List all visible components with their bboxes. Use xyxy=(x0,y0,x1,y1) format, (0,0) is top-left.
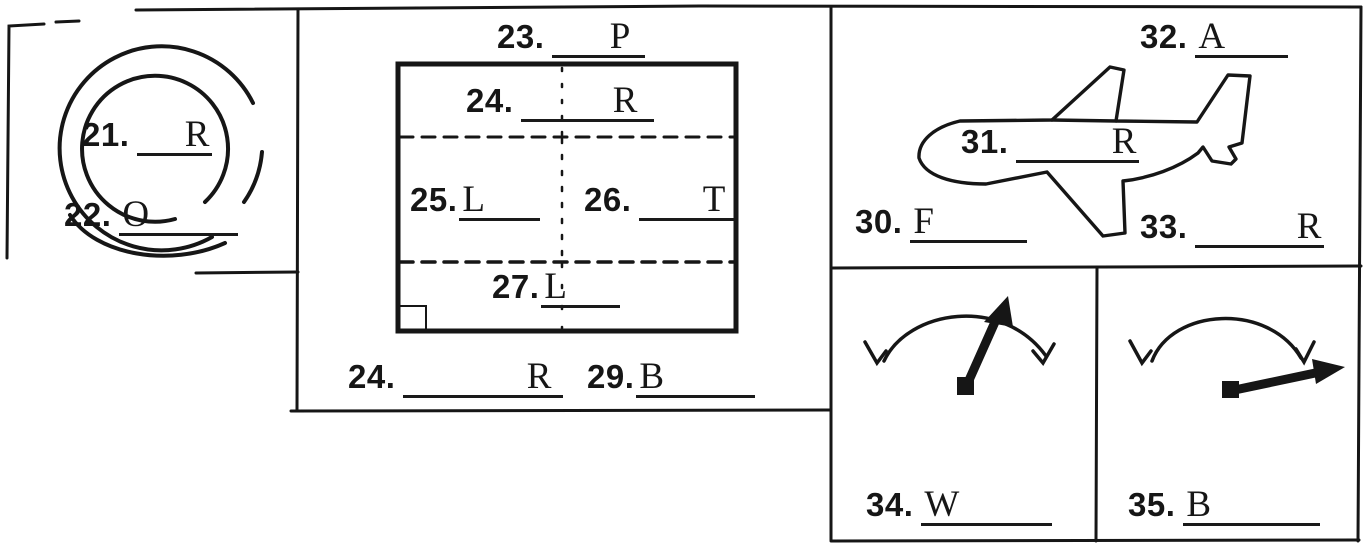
item-number: 33. xyxy=(1140,208,1188,245)
item-number: 32. xyxy=(1140,18,1188,55)
item-number: 25. xyxy=(410,181,458,218)
item-number: 34. xyxy=(866,486,914,523)
answer-hint-letter: R xyxy=(1296,206,1322,247)
answer-hint-letter: R xyxy=(612,80,638,121)
concentric-circles-diagram xyxy=(57,44,264,258)
answer-hint-letter: L xyxy=(544,266,567,307)
item-number: 24. xyxy=(466,82,514,119)
item-number: 27. xyxy=(492,268,540,305)
item-number: 24. xyxy=(348,358,396,395)
answer-hint-letter: T xyxy=(702,179,726,220)
worksheet-item-22: 22. O xyxy=(64,194,239,236)
item-number: 26. xyxy=(584,181,632,218)
worksheet-item-26: 26. T xyxy=(584,179,735,221)
worksheet-item-27: 27. L xyxy=(492,266,621,308)
worksheet-item-29: 29. B xyxy=(587,356,756,398)
item-number: 29. xyxy=(587,358,635,395)
answer-hint-letter: O xyxy=(122,194,150,235)
answer-hint-letter: B xyxy=(1186,484,1212,525)
divided-rectangle-diagram xyxy=(395,61,739,334)
answer-hint-letter: W xyxy=(924,484,960,525)
item-number: 23. xyxy=(497,18,545,55)
airplane-outline-diagram xyxy=(917,65,1252,238)
answer-blank: R xyxy=(1195,206,1325,248)
worksheet-item-24: 24. R xyxy=(466,80,655,122)
answer-blank: W xyxy=(921,484,1053,526)
answer-blank: P xyxy=(552,16,646,58)
answer-blank: A xyxy=(1195,16,1289,58)
item-number: 35. xyxy=(1128,486,1176,523)
item-number: 22. xyxy=(64,196,112,233)
answer-hint-letter: B xyxy=(639,356,665,397)
answer-hint-letter: P xyxy=(609,16,631,57)
answer-hint-letter: R xyxy=(526,356,552,397)
answer-hint-letter: A xyxy=(1198,16,1226,57)
worksheet-item-23: 23. P xyxy=(497,16,646,58)
answer-hint-letter: L xyxy=(462,179,485,220)
answer-blank: B xyxy=(1183,484,1321,526)
answer-hint-letter: R xyxy=(1111,121,1137,162)
worksheet-item-21: 21. R xyxy=(82,114,213,156)
worksheet-item-32: 32. A xyxy=(1140,16,1289,58)
answer-blank: O xyxy=(119,194,239,236)
panel-borders xyxy=(5,4,1363,543)
worksheet-item-34: 34. W xyxy=(866,484,1053,526)
item-number: 21. xyxy=(82,116,130,153)
worksheet-item-30: 30. F xyxy=(855,201,1028,243)
answer-blank: L xyxy=(541,266,621,308)
answer-hint-letter: F xyxy=(913,201,934,242)
worksheet-item-25: 25. L xyxy=(410,179,541,221)
worksheet-item-33: 33. R xyxy=(1140,206,1325,248)
answer-blank: R xyxy=(521,80,655,122)
answer-blank: R xyxy=(137,114,213,156)
worksheet-item-35: 35. B xyxy=(1128,484,1321,526)
answer-blank: R xyxy=(1016,121,1140,163)
answer-blank: F xyxy=(910,201,1028,243)
worksheet-item-31: 31. R xyxy=(961,121,1140,163)
answer-blank: B xyxy=(636,356,756,398)
worksheet-item-28: 24. R xyxy=(348,356,564,398)
item-number: 30. xyxy=(855,203,903,240)
answer-blank: R xyxy=(403,356,564,398)
item-number: 31. xyxy=(961,123,1009,160)
answer-blank: T xyxy=(639,179,735,221)
answer-hint-letter: R xyxy=(184,114,210,155)
gauge-needle-right-diagram xyxy=(1128,316,1345,398)
answer-blank: L xyxy=(459,179,541,221)
gauge-needle-up-diagram xyxy=(863,296,1056,395)
